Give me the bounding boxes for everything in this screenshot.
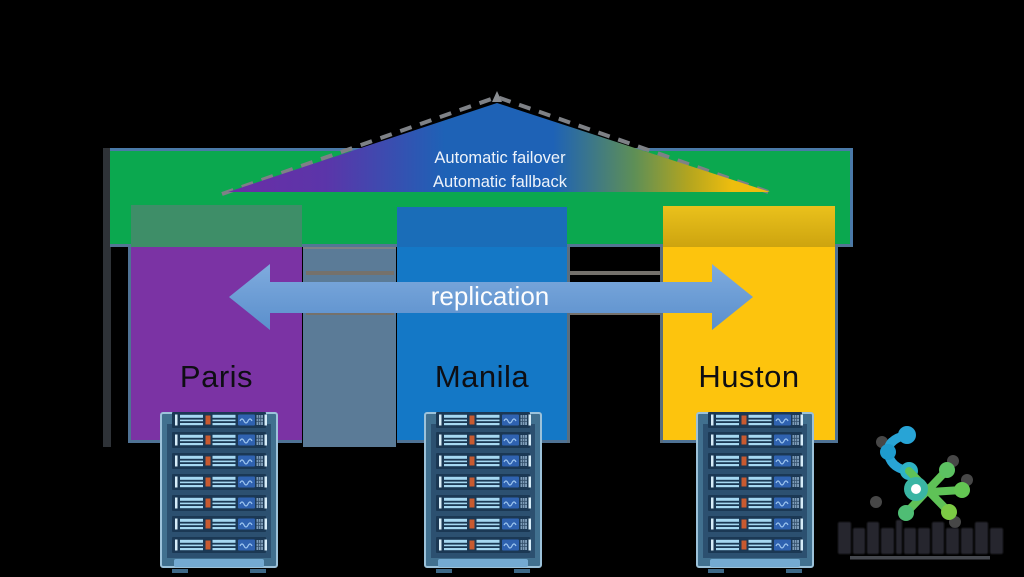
server-rack-icon-manila — [424, 412, 542, 574]
roof-triangle — [221, 91, 775, 196]
roof-shadow-dashes — [221, 94, 775, 196]
logo-tagline-bar — [850, 556, 990, 560]
server-rack-icon-paris — [160, 412, 278, 574]
replication-arrow — [229, 264, 753, 330]
manila-pillar-top-tint — [397, 207, 567, 247]
site-label-paris: Paris — [179, 359, 254, 394]
arrow-shadow-line — [570, 271, 660, 275]
arrow-shadow-line — [306, 271, 394, 275]
site-label-huston: Huston — [698, 359, 800, 394]
logo-wordmark — [838, 520, 1003, 554]
site-label-manila: Manila — [434, 359, 530, 394]
gap-right-border — [660, 247, 663, 443]
roof-apex-nub — [492, 91, 502, 102]
replication-label: replication — [430, 281, 550, 311]
huston-pillar-top-tint — [663, 206, 835, 247]
gap-left-border — [567, 247, 570, 443]
logo-green-dots — [898, 462, 970, 521]
logo-donut — [904, 477, 928, 501]
building-left-shadow — [103, 148, 111, 447]
banner-line-fallback: Automatic fallback — [433, 172, 567, 191]
huston-pillar — [663, 247, 838, 443]
server-rack-icon-huston — [696, 412, 814, 574]
failover-banner: Automatic failover Automatic fallback — [330, 147, 670, 194]
paris-pillar-top-tint — [131, 205, 302, 247]
slate-pillar — [303, 247, 396, 447]
roof-gradient-face — [228, 103, 770, 192]
banner-line-failover: Automatic failover — [434, 149, 566, 167]
molecule-x-logo-icon — [838, 426, 1003, 560]
double-arrow-shape — [229, 264, 753, 330]
manila-pillar — [397, 247, 567, 443]
